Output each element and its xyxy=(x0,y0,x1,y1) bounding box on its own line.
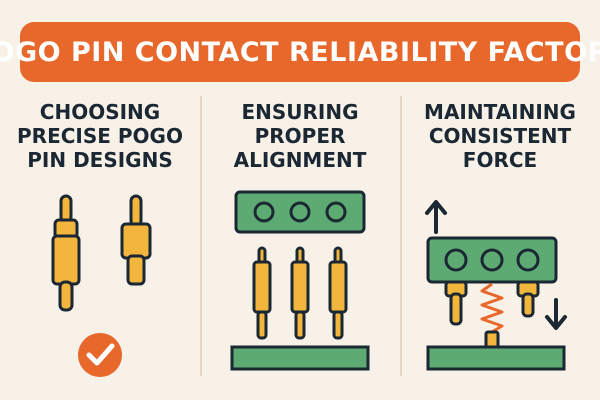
pcb-base xyxy=(426,345,566,371)
panel-divider xyxy=(400,96,402,376)
force-board-icon xyxy=(426,236,558,284)
panel-title-designs: CHOOSING PRECISE POGO PIN DESIGNS xyxy=(17,100,183,172)
pogo-pin-large xyxy=(51,194,81,312)
banner-title: POGO PIN CONTACT RELIABILITY FACTORS xyxy=(0,36,600,68)
force-pin-right xyxy=(516,280,540,318)
spring-force-icon xyxy=(480,282,504,350)
title-banner: POGO PIN CONTACT RELIABILITY FACTORS xyxy=(0,22,600,82)
connector-board-icon xyxy=(234,190,366,234)
checkmark-icon xyxy=(78,333,122,377)
aligned-pin-2 xyxy=(290,246,310,340)
panel-title-force: MAINTAINING CONSISTENT FORCE xyxy=(424,100,576,172)
panel-divider xyxy=(200,96,202,376)
arrow-down-icon xyxy=(545,298,567,330)
pcb-base xyxy=(230,345,370,371)
arrow-up-icon xyxy=(425,200,447,234)
aligned-pin-1 xyxy=(252,246,272,340)
panel-title-alignment: ENSURING PROPER ALIGNMENT xyxy=(233,100,367,172)
force-pin-left xyxy=(444,280,468,326)
pogo-pin-small xyxy=(120,194,152,286)
aligned-pin-3 xyxy=(328,246,348,340)
